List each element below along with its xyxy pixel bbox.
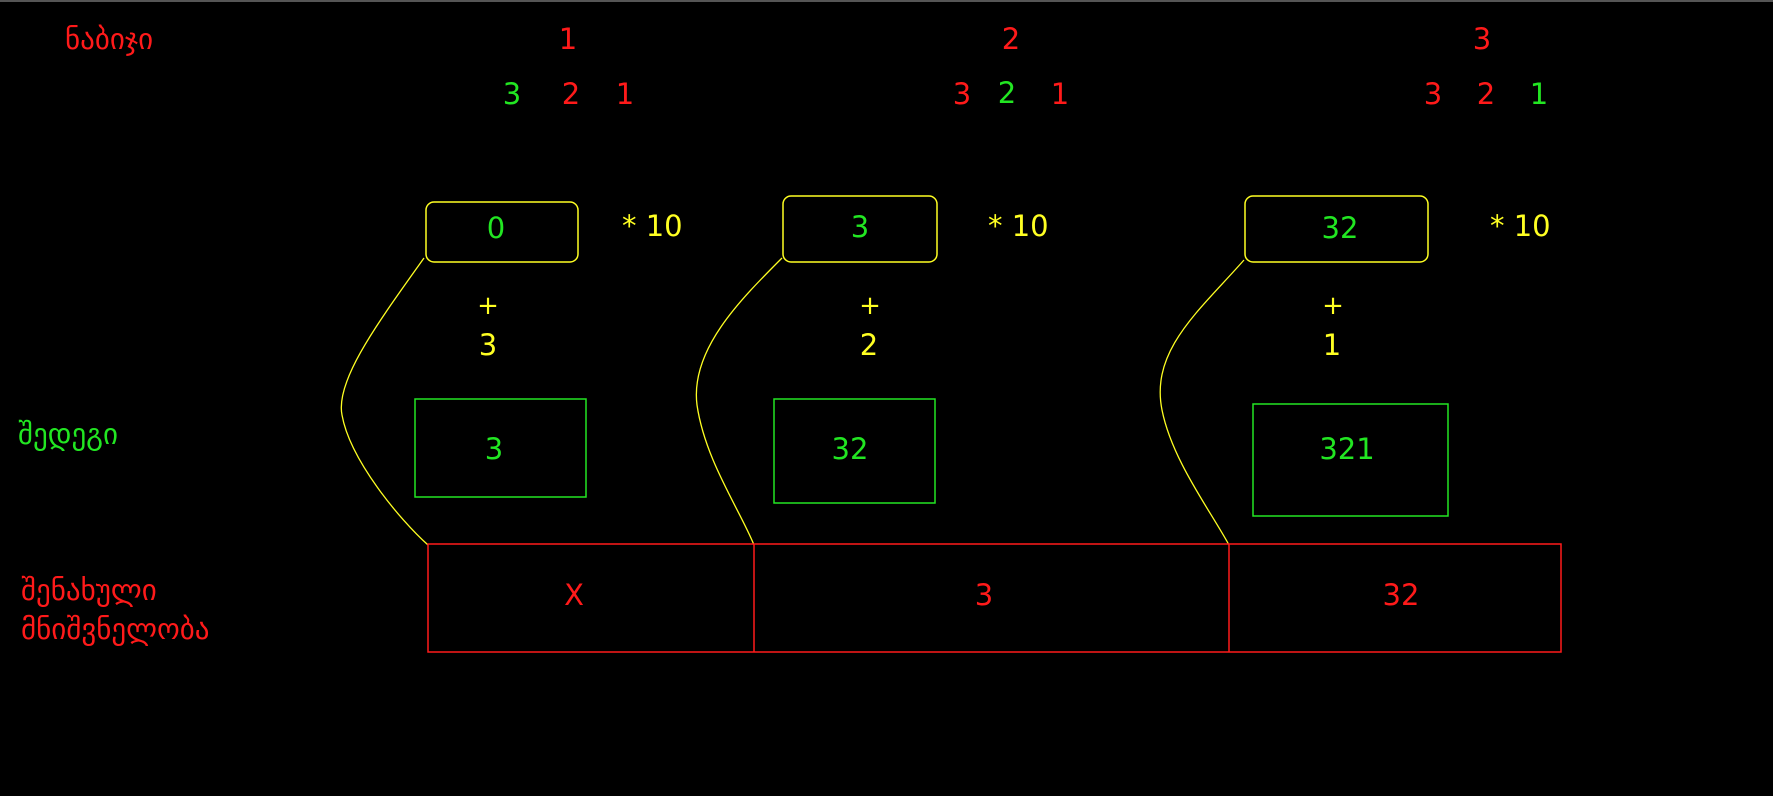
previous-value-box: [782, 195, 938, 263]
added-digit: 2: [860, 328, 878, 362]
previous-value: 3: [851, 210, 869, 244]
digit-2: 2: [1477, 77, 1495, 111]
digit-3: 3: [503, 77, 521, 111]
saved-values-frame: [427, 543, 1562, 653]
step-2-column: 2 3 2 1 3 * 10 + 2 32: [695, 22, 1069, 546]
result-box: [414, 398, 587, 498]
digit-2: 2: [998, 76, 1016, 110]
connector-curve: [340, 257, 429, 546]
added-digit: 1: [1323, 328, 1341, 362]
digit-3: 3: [953, 77, 971, 111]
digit-3: 3: [1424, 77, 1442, 111]
saved-values-row: X 3 32: [427, 543, 1562, 653]
connector-curve: [695, 257, 783, 546]
plus-operator: +: [859, 291, 881, 321]
multiply-operator: * 10: [1490, 209, 1551, 243]
previous-value: 0: [487, 211, 505, 245]
result-value: 321: [1319, 432, 1374, 466]
step-1-column: 1 3 2 1 0 * 10 + 3 3: [340, 22, 683, 546]
result-box: [773, 398, 936, 504]
connector-curve: [1159, 259, 1245, 546]
previous-value-box: [1244, 195, 1429, 263]
plus-operator: +: [1322, 291, 1344, 321]
digit-1: 1: [1530, 77, 1548, 111]
step-number: 1: [559, 22, 577, 56]
multiply-operator: * 10: [988, 209, 1049, 243]
digit-2: 2: [562, 77, 580, 111]
saved-value-step-2: 3: [975, 578, 993, 612]
previous-value: 32: [1322, 211, 1359, 245]
saved-value-step-1: X: [564, 578, 584, 612]
step-row-label: ნაბიჯი: [65, 22, 153, 56]
saved-row-label-line2: მნიშვნელობა: [21, 612, 209, 646]
added-digit: 3: [479, 328, 497, 362]
previous-value-box: [425, 201, 579, 263]
plus-operator: +: [477, 291, 499, 321]
result-row-label: შედეგი: [18, 417, 118, 451]
digit-1: 1: [1051, 77, 1069, 111]
result-value: 3: [485, 432, 503, 466]
step-number: 3: [1473, 22, 1491, 56]
multiply-operator: * 10: [622, 209, 683, 243]
result-value: 32: [832, 432, 869, 466]
saved-row-label-line1: შენახული: [21, 573, 157, 607]
result-box: [1252, 403, 1449, 517]
saved-value-step-3: 32: [1383, 578, 1420, 612]
step-number: 2: [1002, 22, 1020, 56]
digit-1: 1: [616, 77, 634, 111]
step-3-column: 3 3 2 1 32 * 10 + 1 321: [1159, 22, 1551, 546]
